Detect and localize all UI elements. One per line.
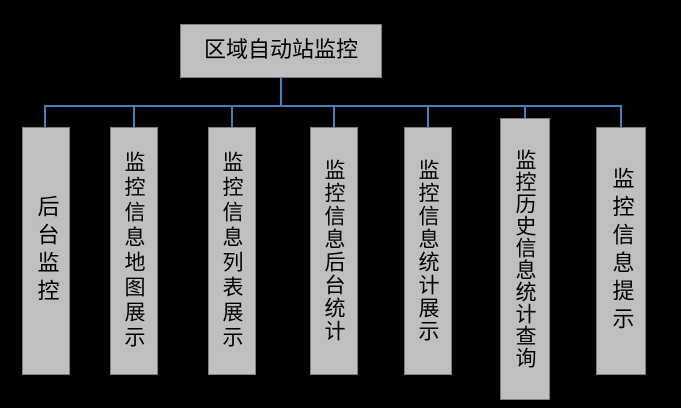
- node-child-2[interactable]: 监控信息地图展示: [110, 127, 158, 375]
- connector-root-stem: [280, 78, 282, 107]
- node-child-6-label: 监控历史信息统计查询: [513, 149, 538, 369]
- connector-drop-2: [133, 105, 135, 128]
- node-child-7[interactable]: 监控信息提示: [596, 127, 646, 375]
- connector-drop-3: [231, 105, 233, 128]
- connector-drop-6: [524, 105, 526, 119]
- node-child-4-label: 监控信息后台统计: [322, 159, 347, 343]
- node-root-label: 区域自动站监控: [203, 37, 358, 63]
- node-child-7-label: 监控信息提示: [608, 167, 634, 335]
- node-child-1[interactable]: 后台监控: [22, 127, 70, 375]
- connector-horizontal-bus: [44, 105, 621, 107]
- node-child-5[interactable]: 监控信息统计展示: [404, 127, 452, 375]
- node-child-2-label: 监控信息地图展示: [122, 151, 147, 351]
- connector-drop-5: [427, 105, 429, 128]
- node-child-1-label: 后台监控: [33, 195, 59, 307]
- connector-drop-1: [44, 105, 46, 128]
- node-root[interactable]: 区域自动站监控: [180, 24, 382, 78]
- node-child-6[interactable]: 监控历史信息统计查询: [500, 118, 550, 400]
- node-child-4[interactable]: 监控信息后台统计: [310, 127, 358, 375]
- connector-drop-4: [333, 105, 335, 128]
- node-child-5-label: 监控信息统计展示: [416, 159, 441, 343]
- node-child-3[interactable]: 监控信息列表展示: [208, 127, 256, 375]
- node-child-3-label: 监控信息列表展示: [220, 151, 245, 351]
- connector-drop-7: [620, 105, 622, 128]
